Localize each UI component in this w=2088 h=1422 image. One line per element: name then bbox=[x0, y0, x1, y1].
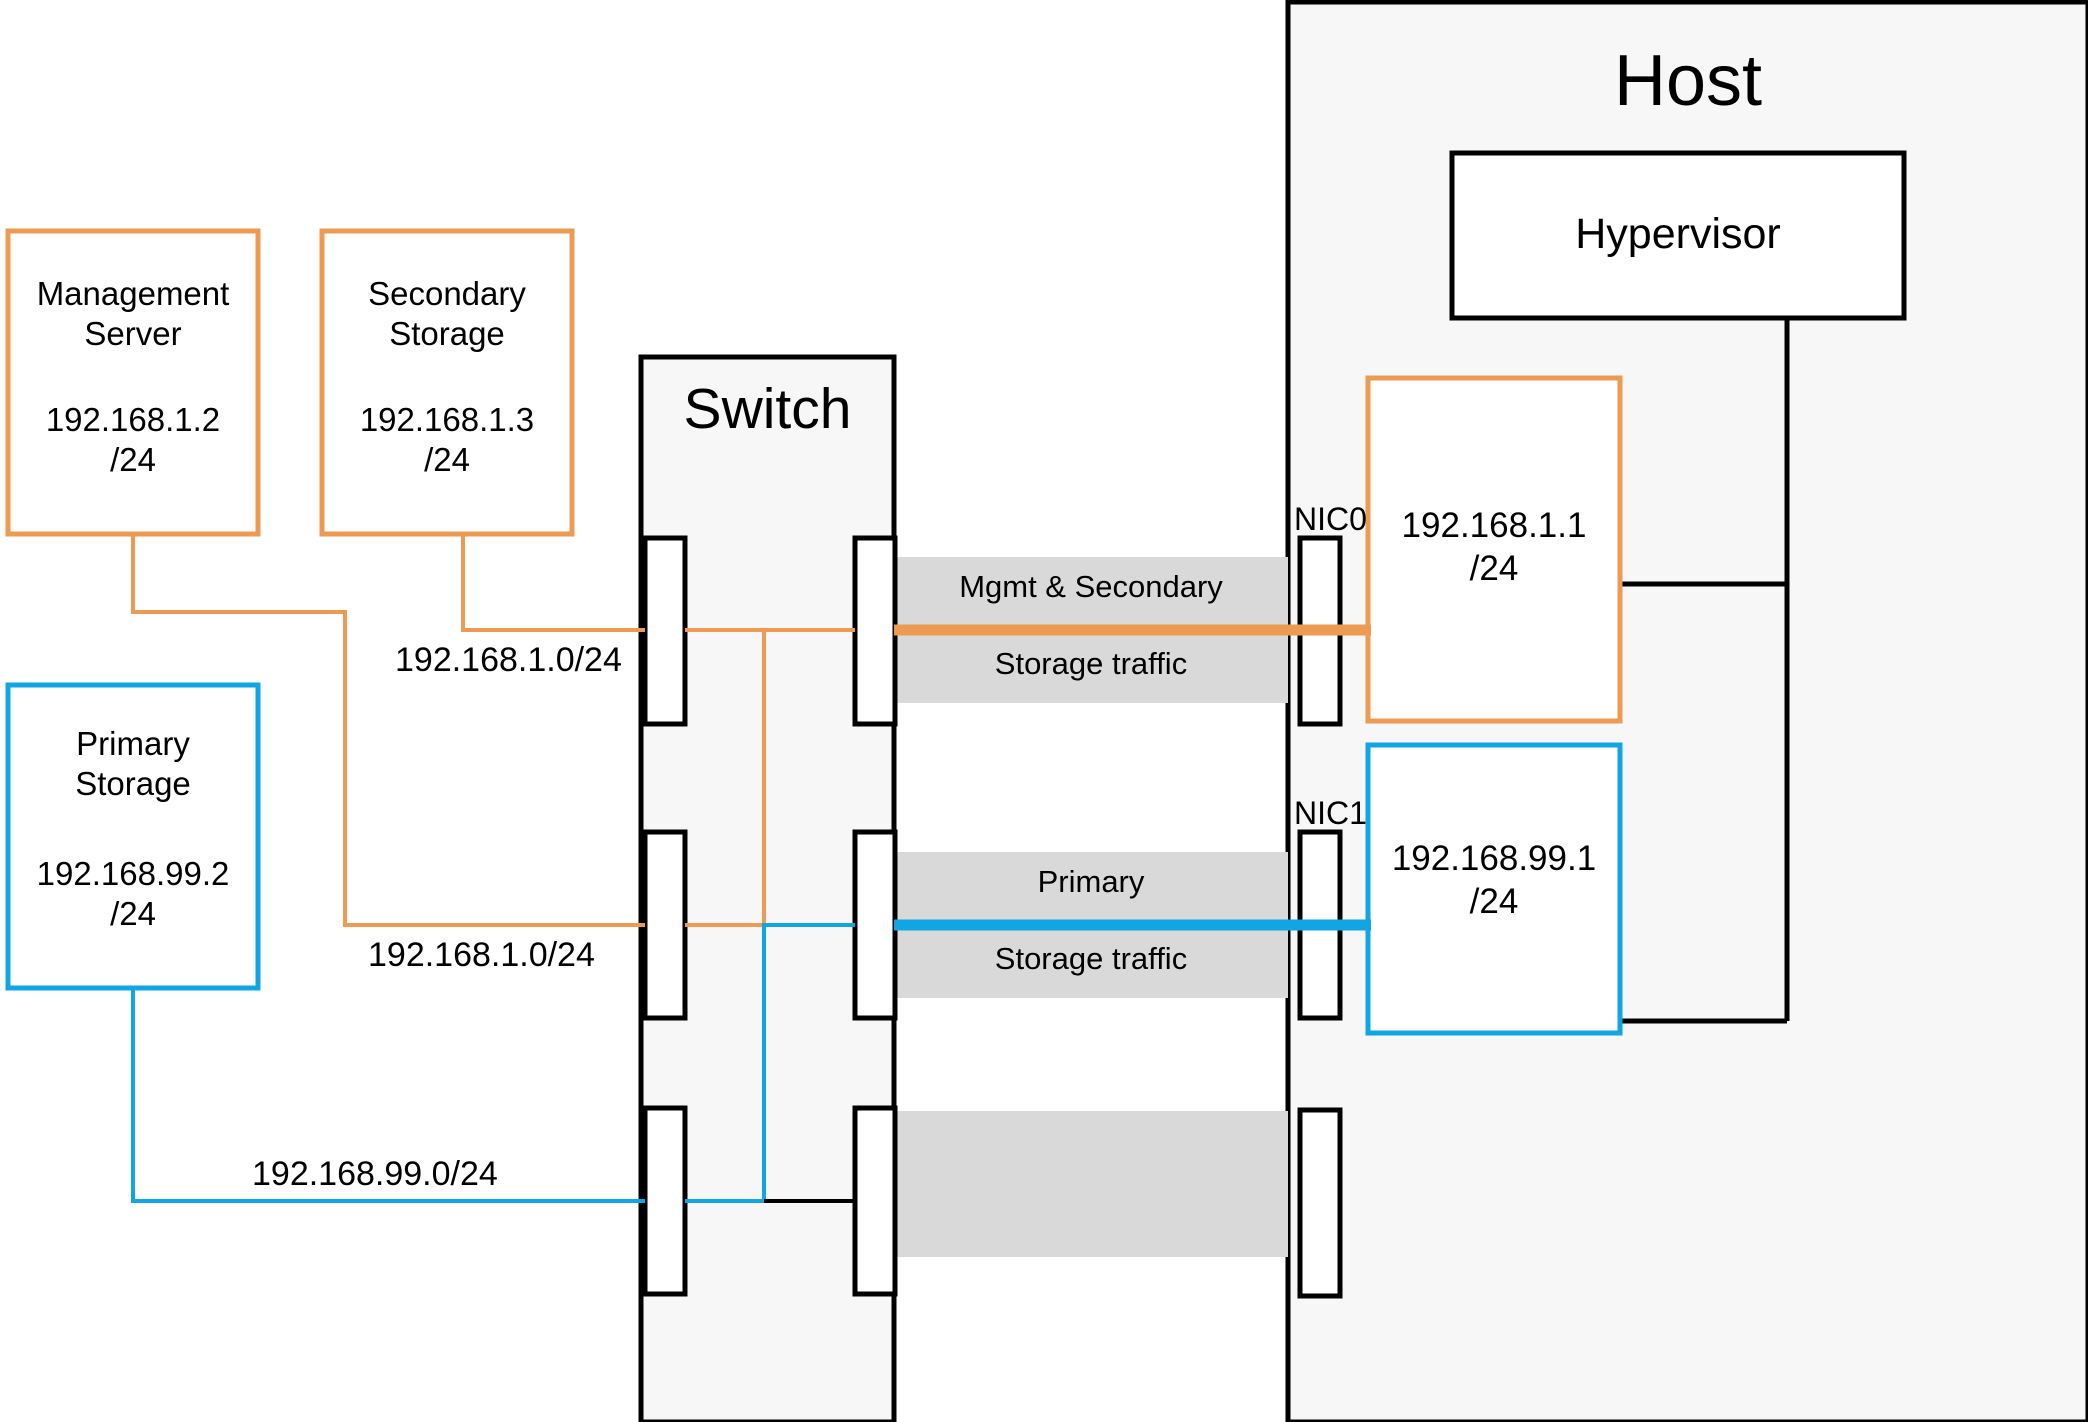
traffic-label-primary-line2: Storage traffic bbox=[994, 941, 1188, 976]
switch-port-left-3 bbox=[642, 1105, 688, 1297]
switch-port-left-2 bbox=[642, 829, 688, 1021]
switch-port-right-1 bbox=[852, 535, 898, 727]
nic0-label: NIC0 bbox=[1294, 501, 1367, 537]
primary-storage-name-line2: Storage bbox=[75, 765, 191, 803]
traffic-band-unused bbox=[894, 1111, 1288, 1257]
management-server-name-line2: Server bbox=[84, 315, 182, 353]
nic1-ip-box bbox=[1365, 742, 1623, 1036]
management-server-address: 192.168.1.2/24 bbox=[8, 400, 258, 481]
primary-storage-name-line1: Primary bbox=[76, 725, 190, 762]
secondary-storage-box bbox=[319, 228, 575, 537]
cable-management-server bbox=[131, 534, 645, 927]
nic1-ip-mask: /24 bbox=[1469, 881, 1519, 921]
secondary-storage-mask: /24 bbox=[424, 441, 470, 479]
management-server-ip: 192.168.1.2 bbox=[45, 401, 221, 438]
secondary-storage-address: 192.168.1.3/24 bbox=[322, 400, 572, 481]
secondary-storage-name-line1: Secondary bbox=[368, 275, 526, 312]
traffic-label-mgmt-line2: Storage traffic bbox=[994, 646, 1188, 681]
management-server-box bbox=[5, 228, 261, 537]
nic1-ip-text: 192.168.99.1/24 bbox=[1368, 838, 1620, 923]
primary-storage-box bbox=[5, 682, 261, 991]
host-title: Host bbox=[1613, 41, 1763, 121]
nic0-ip-value: 192.168.1.1 bbox=[1401, 506, 1587, 545]
nic2-port bbox=[1297, 1107, 1343, 1299]
nic1-ip-value: 192.168.99.1 bbox=[1391, 839, 1597, 878]
primary-storage-mask: /24 bbox=[110, 895, 156, 933]
nic0-ip-text: 192.168.1.1/24 bbox=[1368, 505, 1620, 590]
traffic-label-primary-line1: Primary bbox=[1037, 864, 1145, 899]
hypervisor-label: Hypervisor bbox=[1575, 210, 1781, 258]
management-server-name-line1: Management bbox=[36, 275, 230, 312]
cable-primary-storage bbox=[131, 988, 645, 1203]
primary-storage-ip: 192.168.99.2 bbox=[36, 855, 230, 892]
switch-title: Switch bbox=[683, 377, 852, 441]
subnet-label-2: 192.168.1.0/24 bbox=[368, 936, 595, 974]
subnet-label-1: 192.168.1.0/24 bbox=[395, 641, 622, 679]
switch-port-left-1 bbox=[642, 535, 688, 727]
cable-secondary-storage bbox=[461, 534, 645, 632]
nic0-ip-mask: /24 bbox=[1469, 548, 1519, 588]
subnet-label-3: 192.168.99.0/24 bbox=[252, 1155, 498, 1193]
nic0-ip-box bbox=[1365, 375, 1623, 724]
secondary-storage-ip: 192.168.1.3 bbox=[359, 401, 535, 438]
traffic-label-mgmt-line1: Mgmt & Secondary bbox=[959, 569, 1223, 604]
switch-internal-blue bbox=[685, 923, 855, 1203]
secondary-storage-name-line2: Storage bbox=[389, 315, 505, 353]
switch-port-right-2 bbox=[852, 829, 898, 1021]
nic1-label: NIC1 bbox=[1294, 795, 1367, 831]
switch-port-right-3 bbox=[852, 1105, 898, 1297]
primary-storage-address: 192.168.99.2/24 bbox=[8, 854, 258, 935]
management-server-mask: /24 bbox=[110, 441, 156, 479]
hypervisor-box bbox=[1449, 150, 1907, 321]
